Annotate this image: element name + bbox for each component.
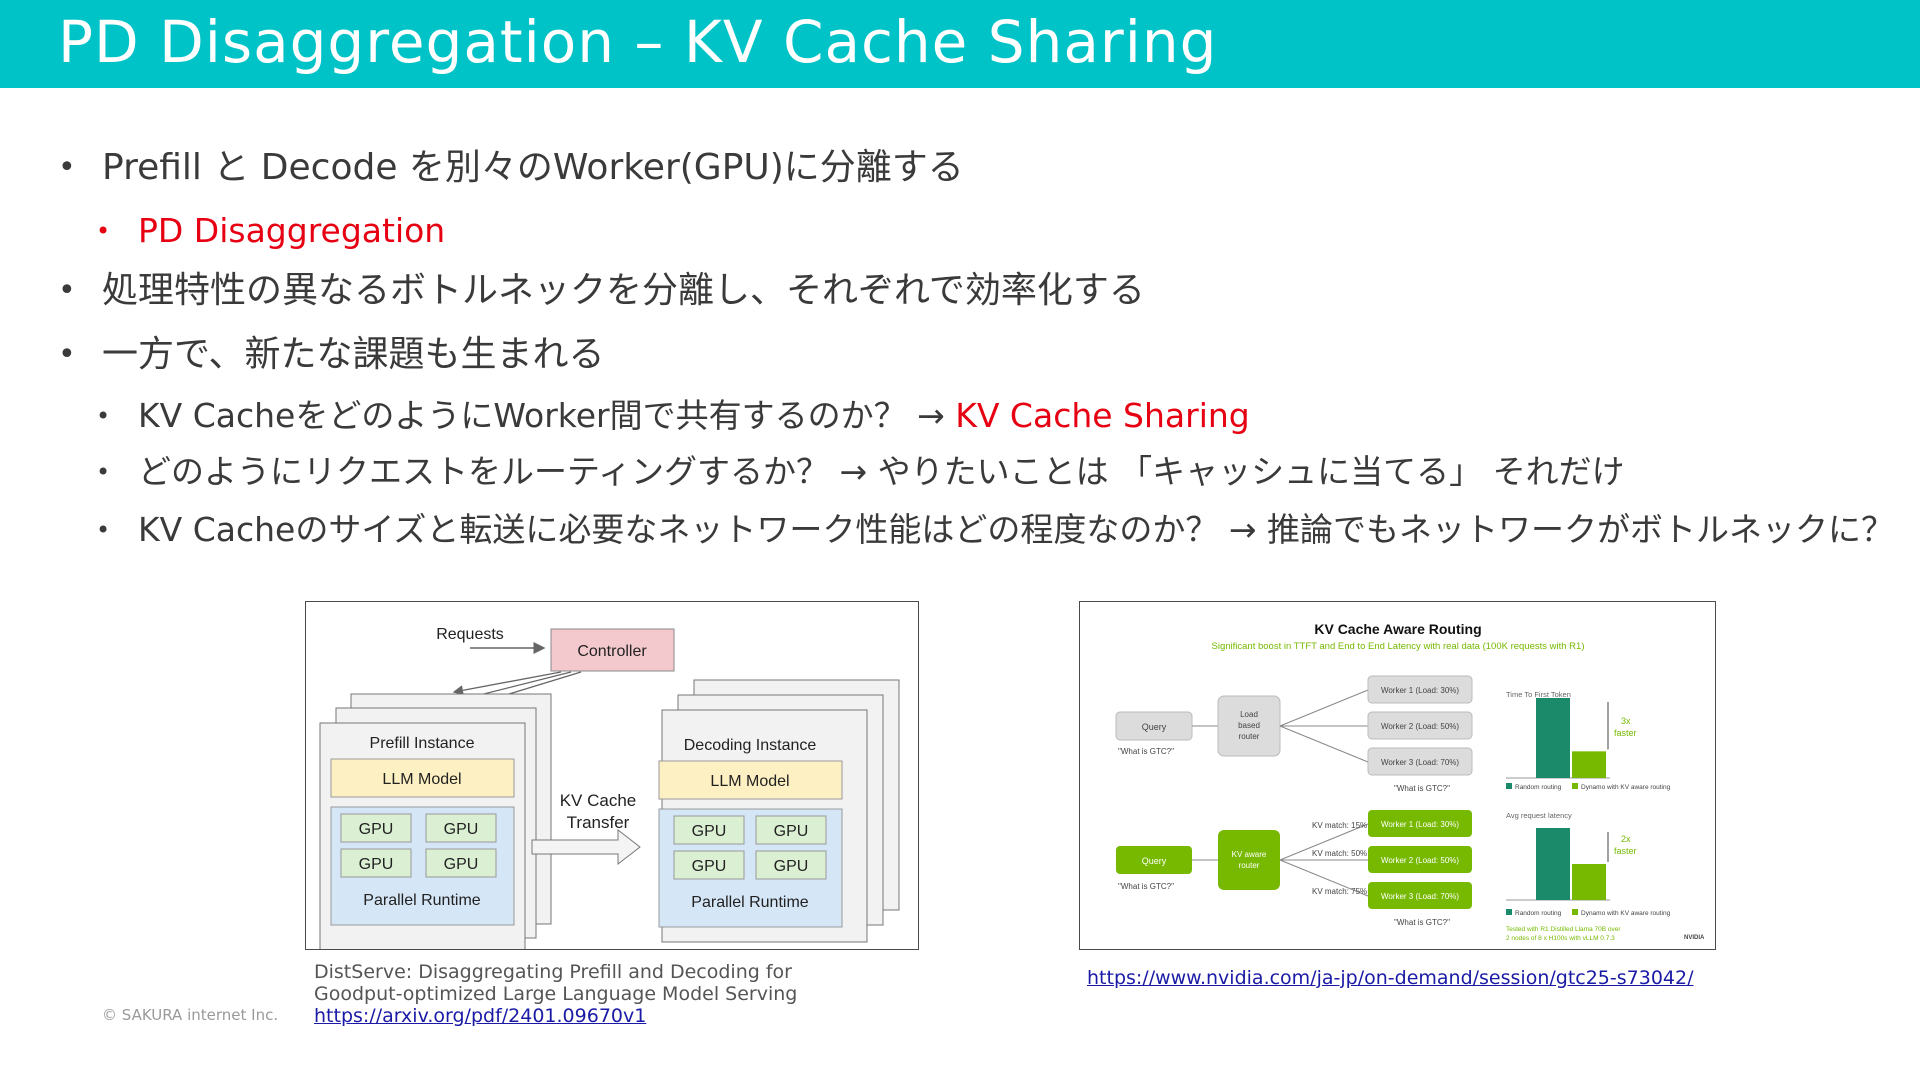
- svg-text:Query: Query: [1142, 722, 1167, 732]
- worker-box: [1368, 846, 1472, 873]
- svg-text:KV match: 50%: KV match: 50%: [1312, 849, 1367, 858]
- bullet-dot-icon: •: [96, 516, 111, 544]
- svg-text:KV match: 15%: KV match: 15%: [1312, 821, 1367, 830]
- requests-label: Requests: [436, 626, 504, 643]
- prefill-instance-stack: Prefill Instance LLM Model GPU GPU GPU G…: [319, 693, 552, 949]
- svg-text:Dynamo with KV aware routing: Dynamo with KV aware routing: [1581, 784, 1671, 791]
- svg-text:based: based: [1238, 721, 1260, 730]
- bullet-dot-icon: •: [96, 217, 111, 245]
- svg-text:router: router: [1239, 861, 1260, 870]
- prefill-instance-label: Prefill Instance: [370, 735, 475, 752]
- prefill-gpu: GPU: [359, 821, 394, 838]
- svg-text:Random routing: Random routing: [1515, 910, 1562, 917]
- arxiv-link[interactable]: https://arxiv.org/pdf/2401.09670v1: [314, 1005, 647, 1027]
- svg-text:Load: Load: [1240, 710, 1258, 719]
- svg-text:Worker 1 (Load: 30%): Worker 1 (Load: 30%): [1381, 820, 1459, 829]
- kv-router-box: [1218, 830, 1280, 890]
- decoding-parallel-runtime: Parallel Runtime: [691, 894, 808, 911]
- slide-header: PD Disaggregation – KV Cache Sharing: [0, 0, 1920, 88]
- decoding-gpu: GPU: [692, 858, 727, 875]
- chart-annotation: 3x: [1621, 716, 1631, 726]
- latency-charts: Time To First Token 3x faster Random rou…: [1506, 690, 1705, 942]
- svg-text:Worker 3 (Load: 70%): Worker 3 (Load: 70%): [1381, 758, 1459, 767]
- distserve-diagram: Requests Controller Prefill Instance LLM…: [305, 601, 919, 950]
- svg-text:"What is GTC?": "What is GTC?": [1118, 747, 1174, 756]
- worker-box: [1367, 675, 1473, 704]
- svg-text:"What is GTC?": "What is GTC?": [1394, 918, 1450, 927]
- prefill-parallel-runtime: Parallel Runtime: [363, 892, 480, 909]
- prefill-llm-model: LLM Model: [382, 771, 461, 788]
- controller-label: Controller: [577, 643, 647, 660]
- worker-box: [1368, 810, 1472, 837]
- prefill-gpu: GPU: [444, 856, 479, 873]
- prefill-gpu: GPU: [359, 856, 394, 873]
- highlight-kv-cache-sharing: KV Cache Sharing: [955, 396, 1250, 435]
- svg-text:router: router: [1239, 732, 1260, 741]
- routing-title: KV Cache Aware Routing: [1314, 621, 1481, 637]
- svg-text:"What is GTC?": "What is GTC?": [1394, 784, 1450, 793]
- svg-text:Query: Query: [1142, 856, 1167, 866]
- svg-text:KV match: 75%: KV match: 75%: [1312, 887, 1367, 896]
- query-box: [1116, 846, 1192, 874]
- svg-text:KV aware: KV aware: [1232, 850, 1267, 859]
- chart-title: Avg request latency: [1506, 811, 1572, 820]
- slide-title: PD Disaggregation – KV Cache Sharing: [58, 8, 1218, 76]
- bullet-dot-icon: •: [58, 273, 76, 308]
- kv-transfer-arrow: [531, 828, 641, 866]
- chart-title: Time To First Token: [1506, 690, 1571, 699]
- bullet-dot-icon: •: [96, 458, 111, 486]
- svg-text:Worker 2 (Load: 50%): Worker 2 (Load: 50%): [1381, 856, 1459, 865]
- decoding-gpu: GPU: [774, 823, 809, 840]
- svg-text:Worker 2 (Load: 50%): Worker 2 (Load: 50%): [1381, 722, 1459, 731]
- nvidia-caption: https://www.nvidia.com/ja-jp/on-demand/s…: [1087, 967, 1694, 989]
- svg-text:Random routing: Random routing: [1515, 784, 1562, 791]
- chart-bar: [1536, 698, 1570, 778]
- decoding-llm-model: LLM Model: [710, 773, 789, 790]
- svg-text:"What is GTC?": "What is GTC?": [1118, 882, 1174, 891]
- prefill-gpu: GPU: [444, 821, 479, 838]
- nvidia-logo: NVIDIA: [1684, 935, 1705, 941]
- svg-text:Worker 3 (Load: 70%): Worker 3 (Load: 70%): [1381, 892, 1459, 901]
- kv-transfer-label: KV Cache: [560, 791, 637, 810]
- worker-box: [1367, 747, 1473, 776]
- svg-text:Tested with R1 Distilled Llama: Tested with R1 Distilled Llama 70B over: [1506, 926, 1621, 933]
- chart-annotation: faster: [1614, 846, 1637, 856]
- chart-bar: [1536, 828, 1570, 900]
- chart-annotation: 2x: [1621, 834, 1631, 844]
- decoding-gpu: GPU: [774, 858, 809, 875]
- svg-text:2 nodes of 8 x H100s with vLLM: 2 nodes of 8 x H100s with vLLM 0.7.3: [1506, 935, 1615, 942]
- nvidia-link[interactable]: https://www.nvidia.com/ja-jp/on-demand/s…: [1087, 967, 1694, 989]
- kv-routing-figure: KV Cache Aware Routing Significant boost…: [1079, 601, 1716, 950]
- bullet-dot-icon: •: [58, 150, 76, 185]
- decoding-instance-label: Decoding Instance: [684, 737, 817, 754]
- distserve-caption: DistServe: Disaggregating Prefill and De…: [314, 961, 798, 1027]
- svg-text:Dynamo with KV aware routing: Dynamo with KV aware routing: [1581, 910, 1671, 917]
- bullet-dot-icon: •: [96, 402, 111, 430]
- copyright: © SAKURA internet Inc.: [102, 1006, 279, 1024]
- bullet-dot-icon: •: [58, 337, 76, 372]
- worker-box: [1367, 711, 1473, 740]
- controller-box: [550, 628, 675, 672]
- routing-subtitle: Significant boost in TTFT and End to End…: [1212, 641, 1585, 652]
- worker-box: [1368, 882, 1472, 909]
- chart-bar: [1572, 864, 1606, 900]
- kv-transfer-label: Transfer: [567, 813, 630, 832]
- decoding-gpu: GPU: [692, 823, 727, 840]
- decoding-instance-stack: Decoding Instance LLM Model GPU GPU GPU …: [658, 679, 900, 943]
- chart-bar: [1572, 751, 1606, 778]
- chart-annotation: faster: [1614, 728, 1637, 738]
- svg-text:Worker 1 (Load: 30%): Worker 1 (Load: 30%): [1381, 686, 1459, 695]
